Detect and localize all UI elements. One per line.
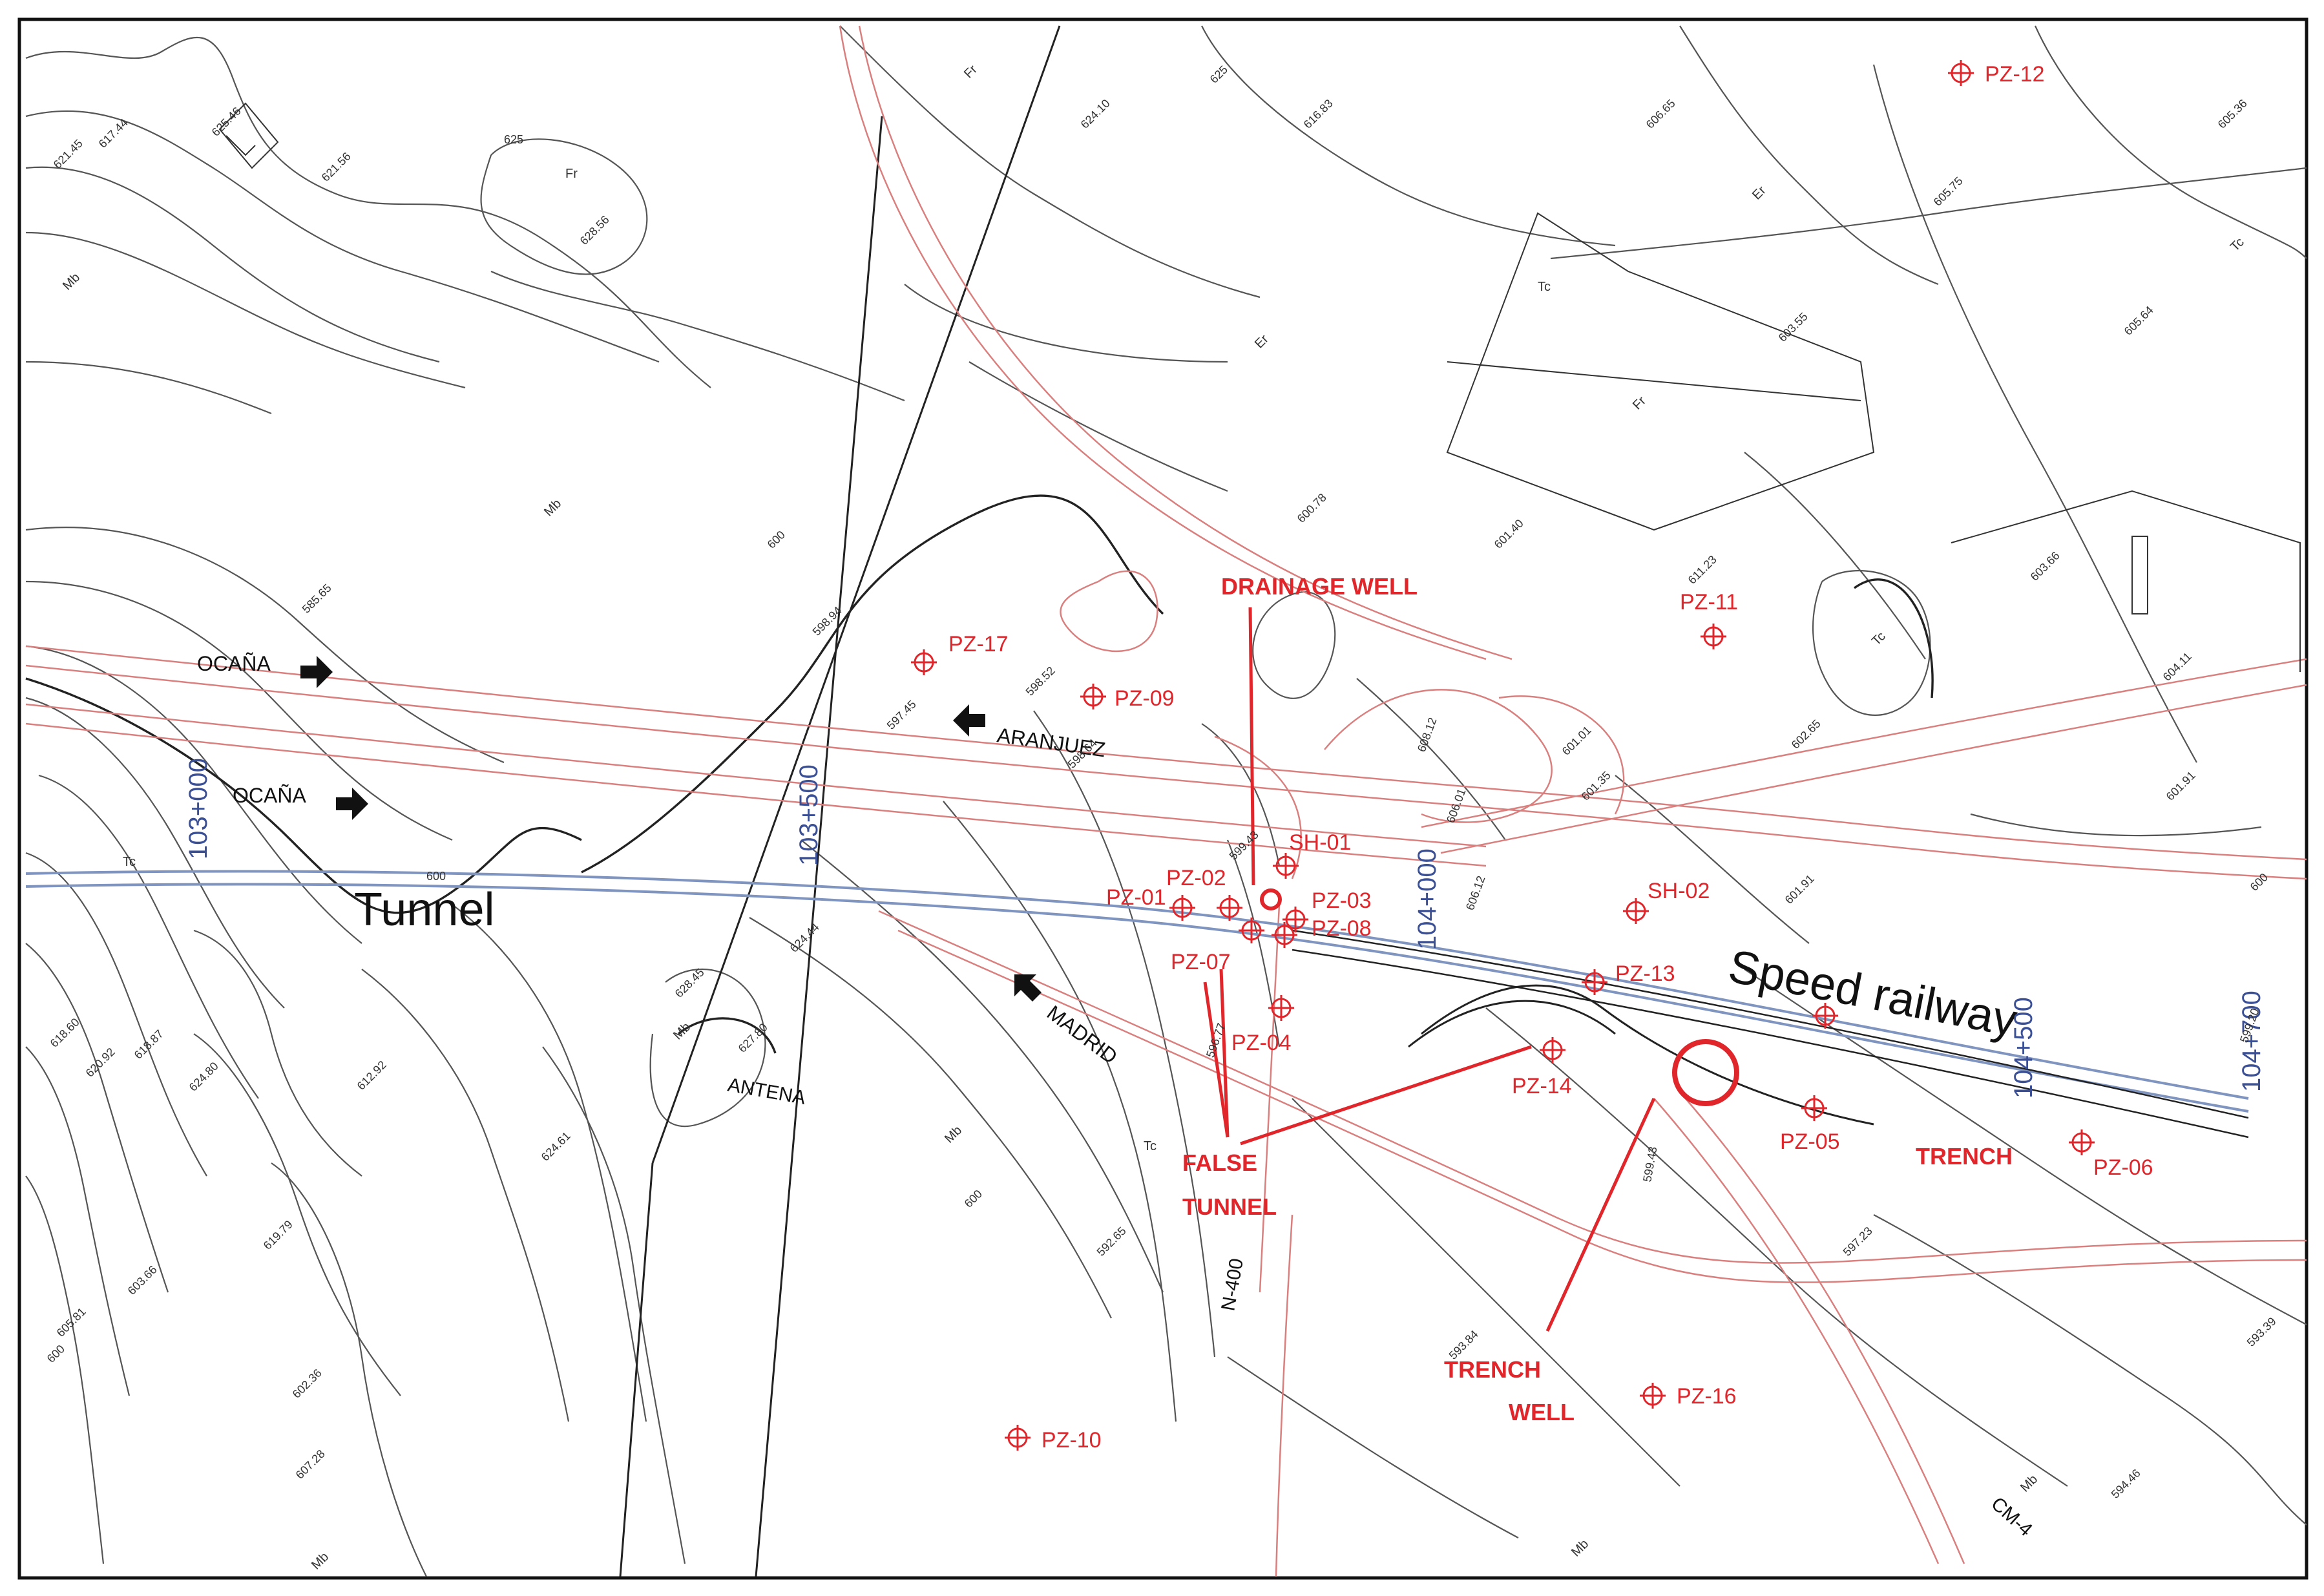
pz-01-label: PZ-01 xyxy=(1106,885,1166,910)
tunnel-label: Tunnel xyxy=(354,884,494,936)
parcels xyxy=(218,102,2301,672)
pk-104000: 104+000 xyxy=(1413,848,1441,950)
drainage-well-marker[interactable] xyxy=(1260,888,1282,910)
geology-label: Tc xyxy=(1144,1139,1157,1153)
pk-104500: 104+500 xyxy=(2009,997,2038,1098)
arrow-up-left-icon xyxy=(1014,974,1042,1002)
arrow-right-icon xyxy=(300,656,333,688)
pz-04-marker[interactable] xyxy=(1268,995,1294,1021)
geology-label: Fr xyxy=(565,167,578,181)
geology-label: Tc xyxy=(1538,280,1551,294)
pz-07-label: PZ-07 xyxy=(1171,950,1231,974)
sh-02-label: SH-02 xyxy=(1648,879,1710,903)
drainage-well-caption: DRAINAGE WELL xyxy=(1221,573,1418,600)
power-lines xyxy=(619,25,1061,1577)
pk-104700: 104+700 xyxy=(2237,991,2266,1092)
false-tunnel-caption-1: FALSE xyxy=(1182,1150,1257,1176)
pz-13-label: PZ-13 xyxy=(1615,961,1675,986)
pz-06-label: PZ-06 xyxy=(2093,1155,2153,1180)
pz-04-label: PZ-04 xyxy=(1231,1031,1292,1055)
geology-label: Tc xyxy=(123,855,136,869)
pz-13-marker[interactable] xyxy=(1582,969,1607,995)
contour-lines xyxy=(25,25,2307,1577)
arrow-left-icon xyxy=(953,704,985,737)
false-tunnel-caption-2: TUNNEL xyxy=(1182,1193,1277,1220)
annotation-pointers xyxy=(1203,607,1656,1332)
pz-06-marker[interactable] xyxy=(2069,1129,2095,1155)
pz-11-marker[interactable] xyxy=(1701,624,1726,649)
pz-12-marker[interactable] xyxy=(1948,60,1974,86)
pz-17-marker[interactable] xyxy=(911,649,937,675)
pz-09-label: PZ-09 xyxy=(1115,686,1175,711)
elevation-label: 625 xyxy=(504,133,523,146)
pz-05-label: PZ-05 xyxy=(1780,1129,1840,1154)
pk-103000: 103+000 xyxy=(184,758,213,859)
railway xyxy=(25,870,2249,1139)
pk-103500: 103+500 xyxy=(795,764,823,866)
pz-15-marker[interactable] xyxy=(1812,1003,1838,1029)
sh-02-marker[interactable] xyxy=(1623,898,1649,924)
pz-16-label: PZ-16 xyxy=(1677,1384,1737,1409)
pz-07-marker[interactable] xyxy=(1239,918,1264,943)
direction-ocana-1: OCAÑA xyxy=(197,652,271,675)
pz-16-marker[interactable] xyxy=(1640,1383,1666,1409)
pz-03-marker[interactable] xyxy=(1282,907,1308,932)
elevation-label: 600 xyxy=(426,870,446,883)
pz-14-marker[interactable] xyxy=(1540,1037,1565,1063)
pz-17-label: PZ-17 xyxy=(948,632,1009,656)
trench-well-marker[interactable] xyxy=(1672,1039,1739,1106)
index-contours xyxy=(25,494,1934,1054)
pz-01-marker[interactable] xyxy=(1169,895,1195,921)
pz-08-marker[interactable] xyxy=(1272,922,1297,948)
pz-11-label: PZ-11 xyxy=(1680,590,1738,614)
pz-14-label: PZ-14 xyxy=(1512,1074,1572,1098)
pz-10-marker[interactable] xyxy=(1005,1425,1031,1451)
trench-caption: TRENCH xyxy=(1916,1143,2013,1170)
pz-10-label: PZ-10 xyxy=(1042,1428,1102,1453)
pz-09-marker[interactable] xyxy=(1080,684,1106,709)
pz-08-label: PZ-08 xyxy=(1312,916,1372,941)
direction-ocana-2: OCAÑA xyxy=(233,784,306,807)
pz-05-marker[interactable] xyxy=(1801,1095,1827,1121)
trench-well-caption-2: WELL xyxy=(1509,1399,1575,1425)
pz-03-label: PZ-03 xyxy=(1312,888,1372,913)
pz-12-label: PZ-12 xyxy=(1985,62,2045,87)
roads xyxy=(25,25,2307,1577)
sh-01-marker[interactable] xyxy=(1273,853,1299,879)
pz-02-label: PZ-02 xyxy=(1166,866,1226,890)
pz-02-marker[interactable] xyxy=(1217,895,1242,921)
piezometers xyxy=(911,60,2095,1451)
sh-01-label: SH-01 xyxy=(1289,830,1351,855)
arrow-right-icon xyxy=(336,788,368,820)
trench-well-caption-1: TRENCH xyxy=(1444,1356,1541,1383)
